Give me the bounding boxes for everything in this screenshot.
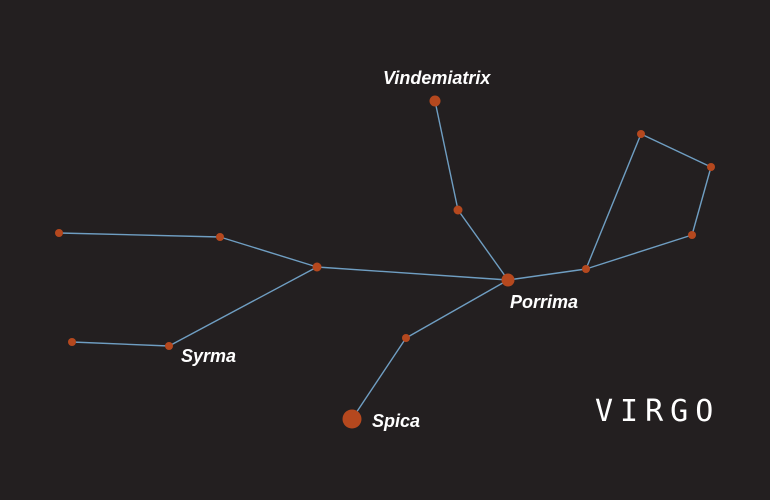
line-vindemiatrix-b xyxy=(457,209,509,281)
star-east-base xyxy=(582,265,590,273)
line-porrima-to-spica-a xyxy=(405,279,509,339)
line-porrima-to-spica-b xyxy=(351,337,407,420)
star-spica xyxy=(342,409,362,429)
line-east-top xyxy=(640,133,712,168)
star-spica-mid xyxy=(402,334,410,342)
line-syrma-tail xyxy=(71,341,170,347)
star-vindemiatrix xyxy=(429,95,441,107)
label-vindemiatrix: Vindemiatrix xyxy=(383,68,491,88)
line-hub-to-porrima xyxy=(316,266,509,281)
line-east-bottom xyxy=(585,234,693,270)
star-labels: Vindemiatrix Porrima Syrma Spica xyxy=(181,68,578,431)
line-vindemiatrix-a xyxy=(434,100,459,211)
line-east-up xyxy=(585,133,642,270)
label-syrma: Syrma xyxy=(181,346,236,366)
line-porrima-east xyxy=(507,268,587,281)
star-porrima xyxy=(501,273,515,287)
star-vindemiatrix-mid xyxy=(453,205,463,215)
label-spica: Spica xyxy=(372,411,420,431)
line-east-right xyxy=(691,166,712,236)
line-syrma-to-hub xyxy=(168,266,318,347)
star-east-right xyxy=(707,163,715,171)
star-east-lower xyxy=(688,231,696,239)
star-west-mid xyxy=(216,233,224,241)
star-west-end xyxy=(55,229,63,237)
stars xyxy=(55,95,715,429)
star-hub xyxy=(312,262,322,272)
label-porrima: Porrima xyxy=(510,292,578,312)
star-east-top xyxy=(637,130,645,138)
line-west-arm-b xyxy=(219,236,318,268)
constellation-lines xyxy=(58,100,712,420)
constellation-title: VIRGO xyxy=(595,394,720,429)
line-west-arm-a xyxy=(58,232,221,238)
star-syrma-tail xyxy=(68,338,76,346)
star-syrma xyxy=(165,342,173,350)
